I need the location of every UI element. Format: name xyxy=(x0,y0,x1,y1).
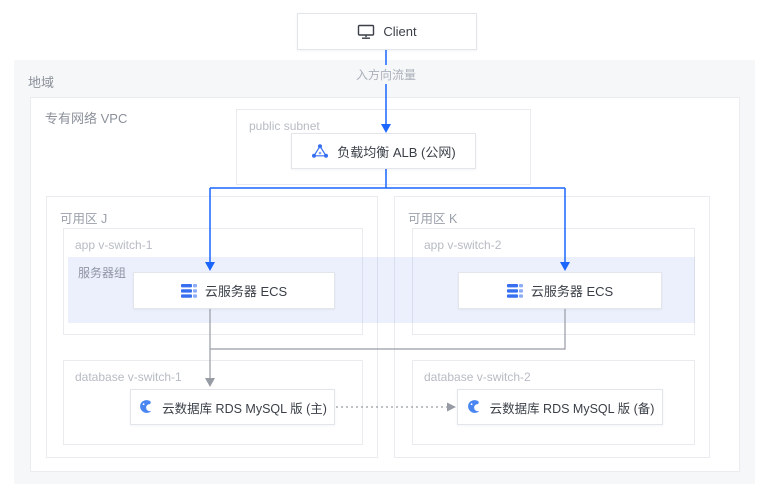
alb-node: 负载均衡 ALB (公网) xyxy=(291,133,476,169)
rds-secondary-node: 云数据库 RDS MySQL 版 (备) xyxy=(457,389,663,425)
mysql-dolphin-icon xyxy=(466,399,482,415)
ecs-2-node: 云服务器 ECS xyxy=(458,272,662,309)
app-vswitch-1-label: app v-switch-1 xyxy=(75,238,153,252)
db-vswitch-1-label: database v-switch-1 xyxy=(75,370,182,384)
server-group-label: 服务器组 xyxy=(78,266,127,280)
ecs-1-label: 云服务器 ECS xyxy=(204,284,288,299)
rds-primary-label: 云数据库 RDS MySQL 版 (主) xyxy=(162,401,327,416)
ecs-1-node: 云服务器 ECS xyxy=(133,272,335,309)
zone-j-label: 可用区 J xyxy=(60,212,108,226)
load-balancer-icon xyxy=(311,143,329,159)
app-vswitch-2-label: app v-switch-2 xyxy=(424,238,502,252)
client-node: Client xyxy=(297,13,477,50)
rds-primary-node: 云数据库 RDS MySQL 版 (主) xyxy=(130,389,335,425)
alb-label: 负载均衡 ALB (公网) xyxy=(337,144,456,160)
monitor-icon xyxy=(357,24,375,40)
server-icon xyxy=(180,283,197,298)
public-subnet-label: public subnet xyxy=(249,119,320,133)
rds-secondary-label: 云数据库 RDS MySQL 版 (备) xyxy=(489,401,655,416)
zone-k-label: 可用区 K xyxy=(408,212,458,226)
inbound-traffic-label: 入方向流量 xyxy=(348,65,424,84)
region-label: 地域 xyxy=(28,75,55,90)
db-vswitch-2-label: database v-switch-2 xyxy=(424,370,531,384)
ecs-2-label: 云服务器 ECS xyxy=(530,284,614,299)
client-label: Client xyxy=(383,24,417,39)
vpc-label: 专有网络 VPC xyxy=(45,111,128,126)
server-icon xyxy=(506,283,523,298)
mysql-dolphin-icon xyxy=(138,399,154,415)
